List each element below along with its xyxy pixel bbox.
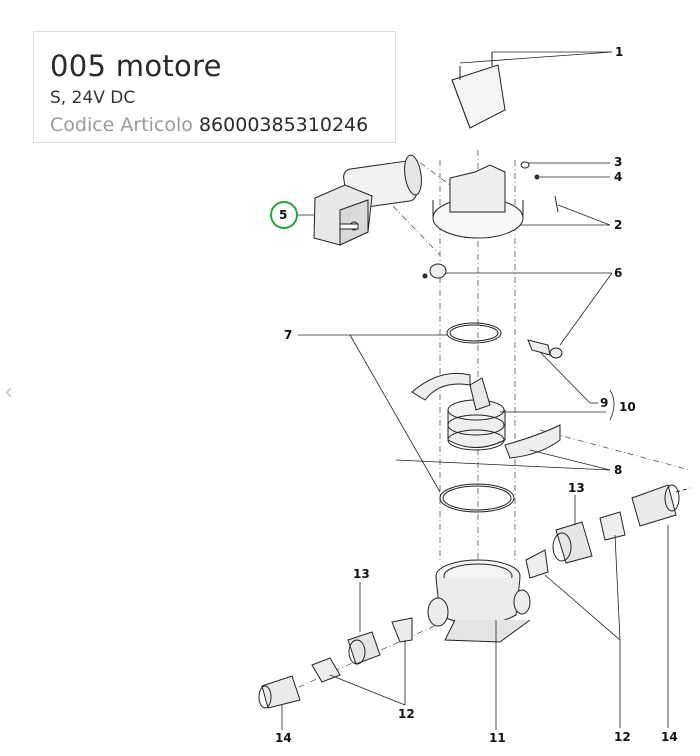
callout-9[interactable]: 9 <box>600 396 609 410</box>
part-right-fittings <box>525 484 691 579</box>
part-washer-screw <box>520 161 540 180</box>
callout-3[interactable]: 3 <box>614 155 623 169</box>
part-o-ring-lower <box>439 483 515 513</box>
chevron-left-icon[interactable]: ‹ <box>4 380 13 405</box>
part-info-card: 005 motore S, 24V DC Codice Articolo 860… <box>33 31 396 143</box>
callout-13-right[interactable]: 13 <box>568 481 585 495</box>
callout-6[interactable]: 6 <box>614 266 623 280</box>
selected-part-highlight[interactable] <box>270 201 298 229</box>
callout-11[interactable]: 11 <box>489 731 506 745</box>
part-subtitle: S, 24V DC <box>50 88 136 108</box>
callout-13-left[interactable]: 13 <box>353 567 370 581</box>
callout-8[interactable]: 8 <box>614 463 623 477</box>
article-code-label: Codice Articolo <box>50 114 193 136</box>
callout-14-left[interactable]: 14 <box>275 731 292 745</box>
part-bolt-9 <box>527 339 563 359</box>
callout-4[interactable]: 4 <box>614 170 623 184</box>
callout-12-right[interactable]: 12 <box>614 730 631 744</box>
part-base-plate <box>432 164 559 239</box>
callout-12-left[interactable]: 12 <box>398 707 415 721</box>
part-cover-flap <box>451 52 506 129</box>
part-gear-motor <box>313 154 422 246</box>
callout-14-right[interactable]: 14 <box>661 730 678 744</box>
part-pump-piston <box>411 372 561 459</box>
part-cam-6 <box>422 263 447 279</box>
part-left-fittings <box>258 617 413 709</box>
callout-10[interactable]: 10 <box>619 400 636 414</box>
part-o-ring-upper <box>446 322 502 344</box>
callout-7[interactable]: 7 <box>284 328 293 342</box>
article-code: Codice Articolo 86000385310246 <box>50 114 368 136</box>
callout-1[interactable]: 1 <box>615 45 624 59</box>
leader-lines <box>281 51 669 730</box>
part-title: 005 motore <box>50 49 222 83</box>
callout-2[interactable]: 2 <box>614 218 623 232</box>
article-code-value: 86000385310246 <box>198 114 369 136</box>
callout-5[interactable]: 5 <box>279 208 288 222</box>
part-pump-housing <box>427 559 531 643</box>
